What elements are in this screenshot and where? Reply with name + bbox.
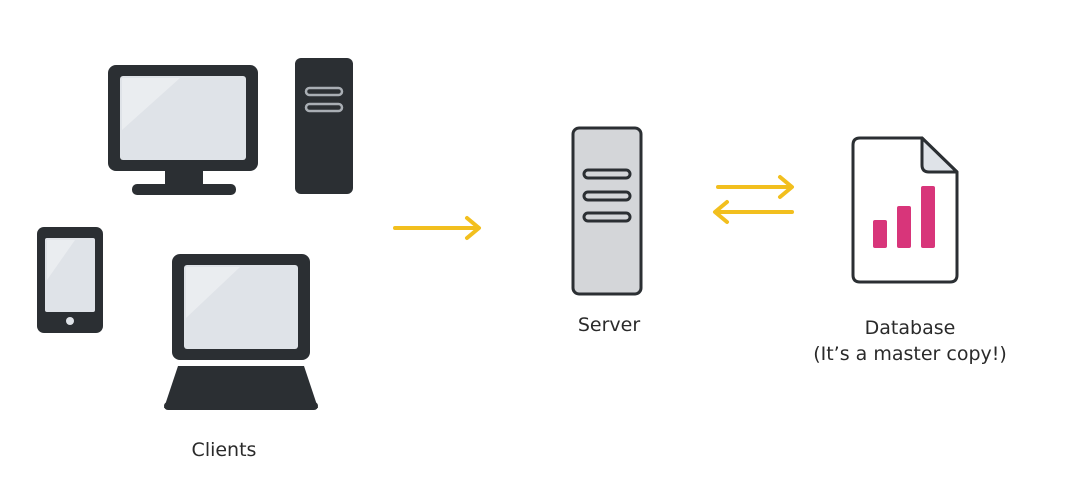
database-subtitle: (It’s a master copy!)	[813, 343, 1007, 365]
arrow-left-icon	[713, 200, 794, 224]
laptop-icon	[164, 254, 318, 410]
tower-pc-icon	[295, 58, 353, 194]
chart-bar	[921, 186, 935, 248]
document-chart-icon	[851, 136, 959, 284]
arrow-right-icon	[393, 216, 481, 240]
database-label: Database (It’s a master copy!)	[790, 315, 1030, 367]
desktop-monitor-icon	[108, 65, 258, 195]
database-title: Database	[864, 317, 956, 339]
smartphone-icon	[37, 227, 103, 333]
arrow-right-icon	[716, 175, 794, 199]
server-icon	[571, 126, 643, 296]
chart-bar	[897, 206, 911, 248]
server-label: Server	[577, 314, 641, 336]
clients-label: Clients	[191, 439, 257, 461]
chart-bar	[873, 220, 887, 248]
